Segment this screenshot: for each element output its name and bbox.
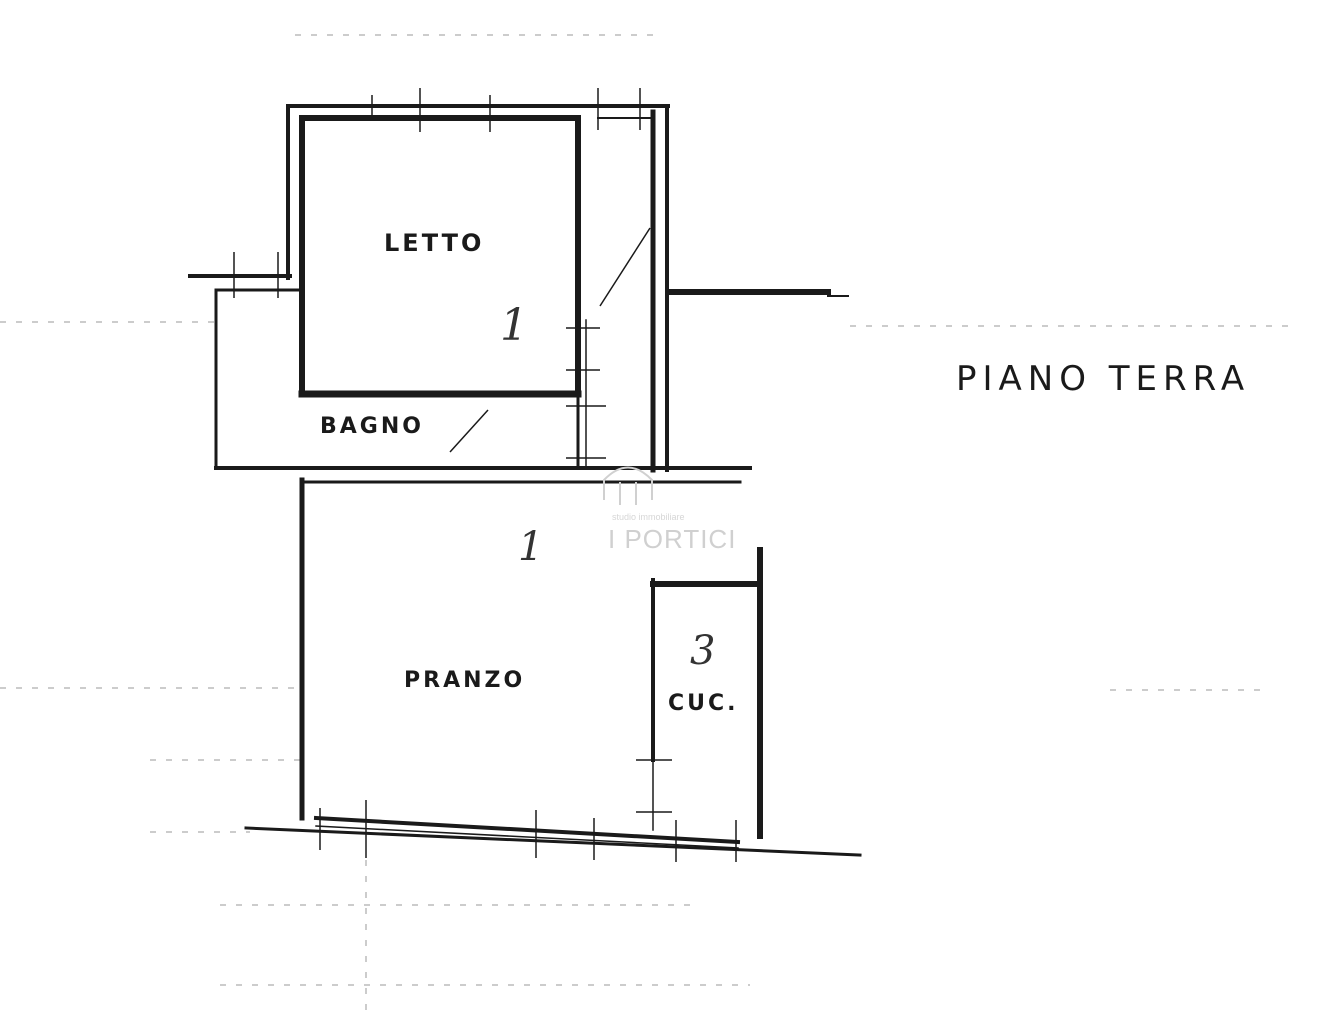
opening-marks — [233, 88, 737, 862]
room-label-pranzo: PRANZO — [404, 668, 525, 693]
room-label-bagno: BAGNO — [320, 414, 424, 439]
room-number-letto: 1 — [500, 300, 528, 351]
watermark-line2: I PORTICI — [608, 524, 736, 554]
room-number-pranzo: 1 — [518, 524, 543, 570]
walls — [188, 104, 862, 857]
letto-walls — [299, 115, 581, 395]
room-label-cucina: CUC. — [668, 691, 739, 716]
watermark-line1: studio immobiliare — [612, 512, 685, 522]
room-number-cucina: 3 — [690, 628, 715, 674]
construction-lines — [0, 34, 1290, 1020]
watermark-logo: studio immobiliare I PORTICI — [603, 466, 736, 554]
plan-title: PIANO TERRA — [956, 359, 1250, 399]
door-swings — [449, 227, 651, 453]
room-label-letto: LETTO — [384, 229, 484, 257]
